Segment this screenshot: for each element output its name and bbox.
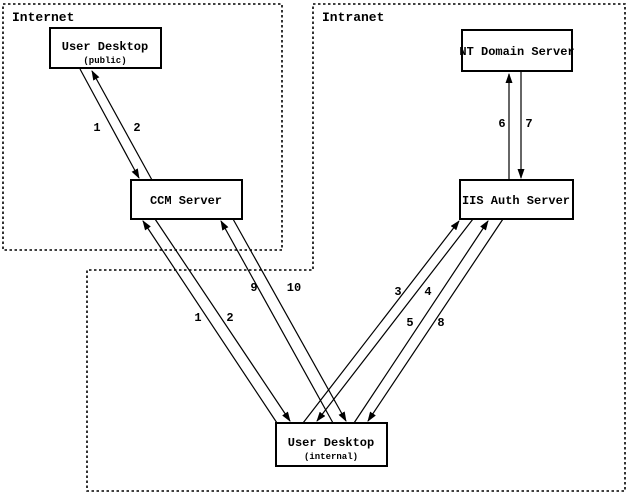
node-nt-domain-server: NT Domain Server: [459, 29, 575, 72]
ccm-server-box: [130, 179, 243, 220]
nt-domain-server-box: [461, 29, 573, 72]
arrow-desktop-internal-to-iis-step3: [302, 220, 460, 424]
intranet-zone-border: [86, 3, 626, 492]
step-label-6: 6: [498, 117, 505, 131]
user-desktop-public-sublabel: (public): [83, 56, 126, 66]
user-desktop-internal-box: [275, 422, 388, 467]
user-desktop-public-box: [49, 27, 162, 69]
step-label-5: 5: [406, 316, 413, 330]
ccm-server-label: CCM Server: [150, 194, 222, 208]
arrow-iis-to-desktop-internal-step8: [367, 218, 504, 422]
step-label-internal-2: 2: [226, 311, 233, 325]
intranet-zone-label: Intranet: [322, 10, 384, 25]
iis-auth-server-label: IIS Auth Server: [462, 194, 570, 208]
iis-auth-server-box: [459, 179, 574, 220]
arrow-desktop-public-to-ccm: [79, 68, 140, 179]
arrow-desktop-internal-to-ccm: [142, 220, 278, 424]
step-label-internal-1: 1: [194, 311, 201, 325]
step-label-public-1: 1: [93, 121, 100, 135]
arrow-ccm-to-desktop-public: [91, 70, 153, 181]
arrow-desktop-internal-to-iis-step5: [353, 220, 489, 424]
internet-zone-border: [2, 3, 283, 251]
nt-domain-server-label: NT Domain Server: [459, 45, 574, 59]
step-label-3: 3: [394, 285, 401, 299]
step-label-public-2: 2: [133, 121, 140, 135]
step-label-7: 7: [525, 117, 532, 131]
step-label-9: 9: [250, 281, 257, 295]
node-iis-auth-server: IIS Auth Server: [459, 179, 574, 220]
step-label-4: 4: [424, 285, 431, 299]
arrow-iis-to-desktop-internal-step4: [316, 218, 474, 422]
arrow-ccm-to-desktop-internal-step10: [232, 218, 347, 422]
node-user-desktop-internal: User Desktop (internal): [275, 422, 388, 467]
internet-zone-label: Internet: [12, 10, 74, 25]
arrow-desktop-internal-to-ccm-step9: [220, 220, 334, 424]
step-label-8: 8: [437, 316, 444, 330]
user-desktop-internal-sublabel: (internal): [304, 452, 358, 462]
node-user-desktop-public: User Desktop (public): [49, 27, 162, 69]
node-ccm-server: CCM Server: [130, 179, 243, 220]
step-label-10: 10: [287, 281, 301, 295]
user-desktop-internal-label: User Desktop: [288, 436, 374, 450]
arrow-ccm-to-desktop-internal: [154, 218, 291, 422]
user-desktop-public-label: User Desktop: [62, 40, 148, 54]
